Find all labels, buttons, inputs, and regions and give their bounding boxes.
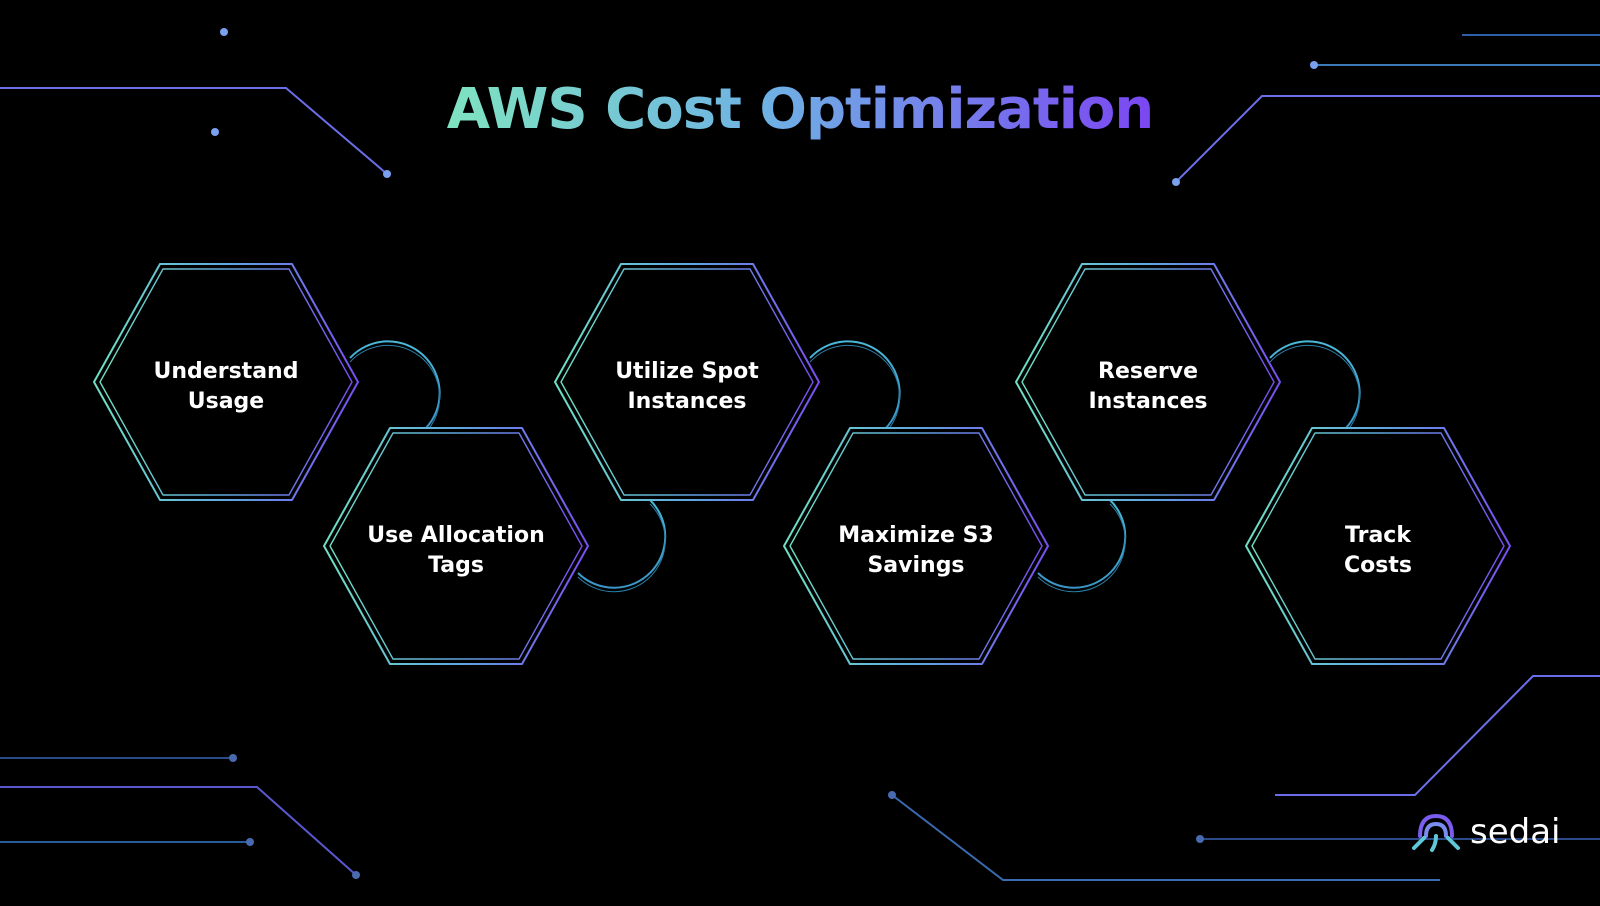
step-label: Reserve (1098, 359, 1198, 384)
connector-arc (809, 340, 901, 429)
logo-text: sedai (1470, 812, 1561, 852)
hexagon-inner-border (99, 268, 353, 496)
step-label: Utilize Spot (615, 359, 759, 384)
sedai-logo: sedai (1412, 812, 1561, 852)
connector-arc (577, 499, 667, 589)
step-hexagon: Maximize S3 Savings (783, 427, 1049, 665)
hexagon-inner-border (1021, 268, 1275, 496)
connector-arc (349, 344, 441, 433)
connector-group (349, 340, 1361, 593)
hexagon-inner-border (789, 432, 1043, 660)
step-label: Track (1345, 523, 1412, 548)
connector-arc (1269, 344, 1361, 433)
step-label: Use Allocation (367, 523, 544, 548)
hexagon-outer-border (93, 263, 359, 501)
connector-arc (349, 340, 441, 429)
hexagon-inner-border (329, 432, 583, 660)
step-label: Tags (428, 553, 484, 578)
connector-arc (1037, 499, 1127, 589)
step-label: Maximize S3 (838, 523, 993, 548)
hexagon-outer-border (1015, 263, 1281, 501)
step-label: Instances (627, 389, 746, 414)
step-label: Understand (154, 359, 299, 384)
connector-arc (1037, 503, 1126, 593)
connector-arc (1269, 340, 1361, 429)
circuit-decoration (0, 28, 1600, 881)
connector-arc (577, 503, 666, 593)
hexagon-inner-border (560, 268, 814, 496)
page-title: AWS Cost Optimization (447, 77, 1153, 142)
hexagon-outer-border (323, 427, 589, 665)
step-label: Costs (1344, 553, 1412, 578)
hexagon-outer-border (1245, 427, 1511, 665)
hexagon-outer-border (783, 427, 1049, 665)
step-label: Instances (1088, 389, 1207, 414)
step-label: Usage (188, 389, 264, 414)
hexagon-outer-border (554, 263, 820, 501)
sedai-logo-icon (1412, 813, 1460, 852)
hexagon-inner-border (1251, 432, 1505, 660)
step-label: Savings (867, 553, 964, 578)
connector-arc (809, 344, 901, 433)
